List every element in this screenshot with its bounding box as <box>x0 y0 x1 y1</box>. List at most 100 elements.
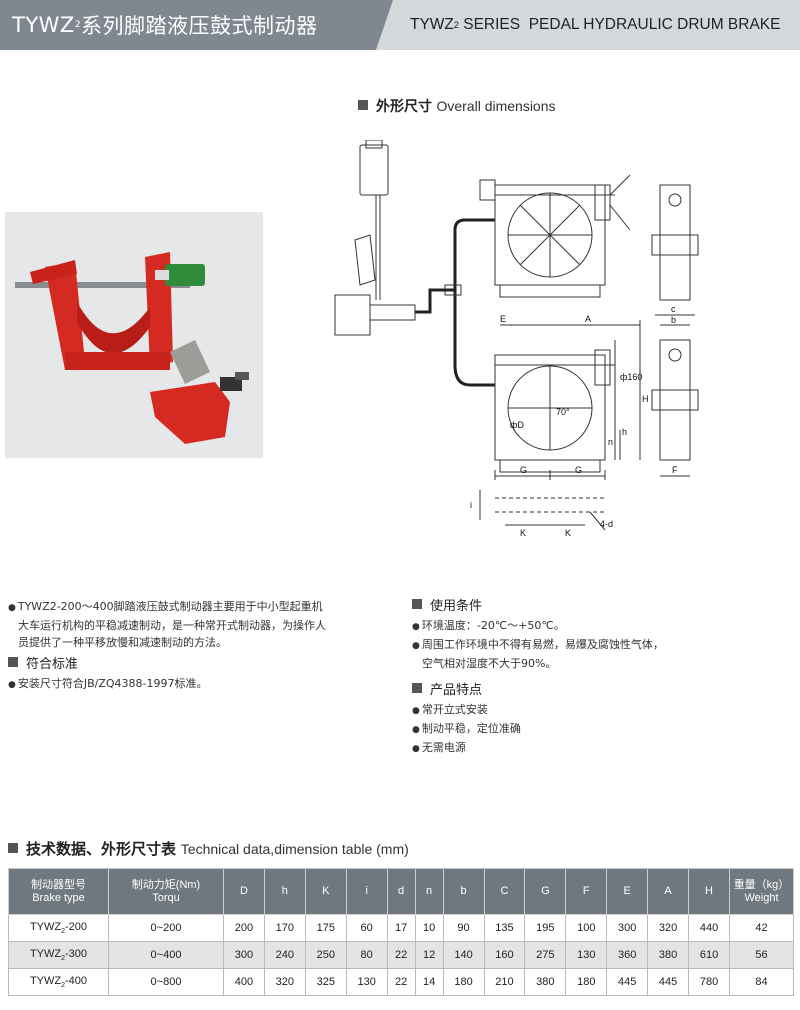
drawings-svg: E A c b H h n ф160 фD 70° G G F K K i 4-… <box>334 139 699 538</box>
cell-torque: 0~200 <box>108 914 224 942</box>
type-sub: 2 <box>61 928 66 936</box>
cell-torque: 0~800 <box>108 968 224 996</box>
type-post: -400 <box>65 974 88 987</box>
label-G2: G <box>575 465 582 475</box>
cell-A: 380 <box>647 941 690 969</box>
cell-C: 210 <box>483 968 526 996</box>
overall-title-cn: 外形尺寸 <box>376 99 432 115</box>
standard-item: 安装尺寸符合JB/ZQ4388-1997标准。 <box>8 675 388 694</box>
techdata-title-en: Technical data,dimension table (mm) <box>180 841 409 857</box>
cell-brake-type: TYWZ2-300 <box>8 941 109 969</box>
feature-item: 制动平稳，定位准确 <box>412 720 792 739</box>
label-A: A <box>585 314 591 324</box>
cell-C: 160 <box>483 941 526 969</box>
intro-line-3: 员提供了一种平移放慢和减速制动的方法。 <box>18 636 227 649</box>
overall-title-en: Overall dimensions <box>436 98 556 114</box>
header-right-sub: 2 <box>453 20 459 30</box>
header-right-suffix: SERIES PEDAL HYDRAULIC DRUM BRAKE <box>458 16 781 33</box>
col-K: K <box>304 868 347 915</box>
cell-F: 180 <box>565 968 608 996</box>
conditions-item-1: 环境温度：-20℃～+50℃。 <box>412 617 792 636</box>
cell-D: 300 <box>223 941 265 969</box>
header-left-prefix: TYWZ <box>12 13 75 37</box>
col-weight-cn: 重量（kg） <box>733 878 790 891</box>
feature-item: 常开立式安装 <box>412 701 792 720</box>
cell-n: 12 <box>414 941 444 969</box>
cell-F: 130 <box>565 941 608 969</box>
label-4d: 4-d <box>600 519 613 529</box>
cell-i: 130 <box>345 968 388 996</box>
col-F: F <box>565 868 608 915</box>
cell-h: 240 <box>263 941 306 969</box>
cell-G: 195 <box>524 914 567 942</box>
col-torque: 制动力矩(Nm)Torqu <box>108 868 224 915</box>
col-G: G <box>524 868 567 915</box>
label-angle: 70° <box>556 407 570 417</box>
col-E: E <box>606 868 649 915</box>
cell-brake-type: TYWZ2-400 <box>8 968 109 996</box>
intro-line-1: TYWZ2-200～400脚踏液压鼓式制动器主要用于中小型起重机 <box>8 598 388 617</box>
techdata-title-cn: 技术数据、外形尺寸表 <box>26 840 177 858</box>
feature-item: 无需电源 <box>412 739 792 758</box>
label-phi160: ф160 <box>620 372 642 382</box>
col-weight: 重量（kg）Weight <box>729 868 794 915</box>
cell-D: 200 <box>223 914 265 942</box>
cell-n: 14 <box>414 968 444 996</box>
section-square-icon <box>8 843 18 853</box>
cell-weight: 42 <box>729 914 794 942</box>
cell-b: 90 <box>442 914 485 942</box>
label-c: c <box>671 304 676 314</box>
col-D: D <box>223 868 265 915</box>
label-phiD: фD <box>510 420 524 430</box>
label-K2: K <box>565 528 571 538</box>
cell-i: 80 <box>345 941 388 969</box>
features-title: 产品特点 <box>430 683 483 698</box>
technical-drawings: E A c b H h n ф160 фD 70° G G F K K i 4-… <box>330 139 730 540</box>
col-type-cn: 制动器型号 <box>31 878 86 891</box>
intro-text: TYWZ2-200～400脚踏液压鼓式制动器主要用于中小型起重机 大车运行机构的… <box>8 598 388 651</box>
cell-brake-type: TYWZ2-200 <box>8 914 109 942</box>
cell-E: 360 <box>606 941 649 969</box>
label-i: i <box>470 500 472 510</box>
col-i: i <box>345 868 388 915</box>
cell-E: 300 <box>606 914 649 942</box>
col-n: n <box>414 868 444 915</box>
col-type-en: Brake type <box>32 891 85 904</box>
conditions-section: 使用条件 环境温度：-20℃～+50℃。 周围工作环境中不得有易燃，易爆及腐蚀性… <box>412 598 792 672</box>
type-pre: TYWZ <box>29 920 62 933</box>
type-post: -200 <box>65 920 88 933</box>
cell-G: 380 <box>524 968 567 996</box>
label-G1: G <box>520 465 527 475</box>
intro-line-2: 大车运行机构的平稳减速制动，是一种常开式制动器，为操作人 <box>18 619 326 632</box>
label-F: F <box>672 465 678 475</box>
cell-K: 250 <box>304 941 347 969</box>
type-post: -300 <box>65 947 88 960</box>
header-left-sub: 2 <box>74 20 82 30</box>
section-square-icon <box>8 657 18 667</box>
col-C: C <box>483 868 526 915</box>
col-weight-en: Weight <box>744 891 779 904</box>
type-sub: 2 <box>61 955 66 963</box>
label-K1: K <box>520 528 526 538</box>
cell-F: 100 <box>565 914 608 942</box>
type-pre: TYWZ <box>29 947 62 960</box>
header-left-suffix: 系列脚踏液压鼓式制动器 <box>81 14 318 38</box>
brake-photo-illustration <box>5 212 263 458</box>
cell-G: 275 <box>524 941 567 969</box>
header-right-prefix: TYWZ <box>410 16 454 33</box>
cell-K: 325 <box>304 968 347 996</box>
standard-section: 符合标准 安装尺寸符合JB/ZQ4388-1997标准。 <box>8 656 388 694</box>
label-H: H <box>642 394 649 404</box>
product-photo <box>5 212 263 458</box>
cell-E: 445 <box>606 968 649 996</box>
label-h: h <box>622 427 627 437</box>
cell-K: 175 <box>304 914 347 942</box>
cell-H: 610 <box>688 941 730 969</box>
